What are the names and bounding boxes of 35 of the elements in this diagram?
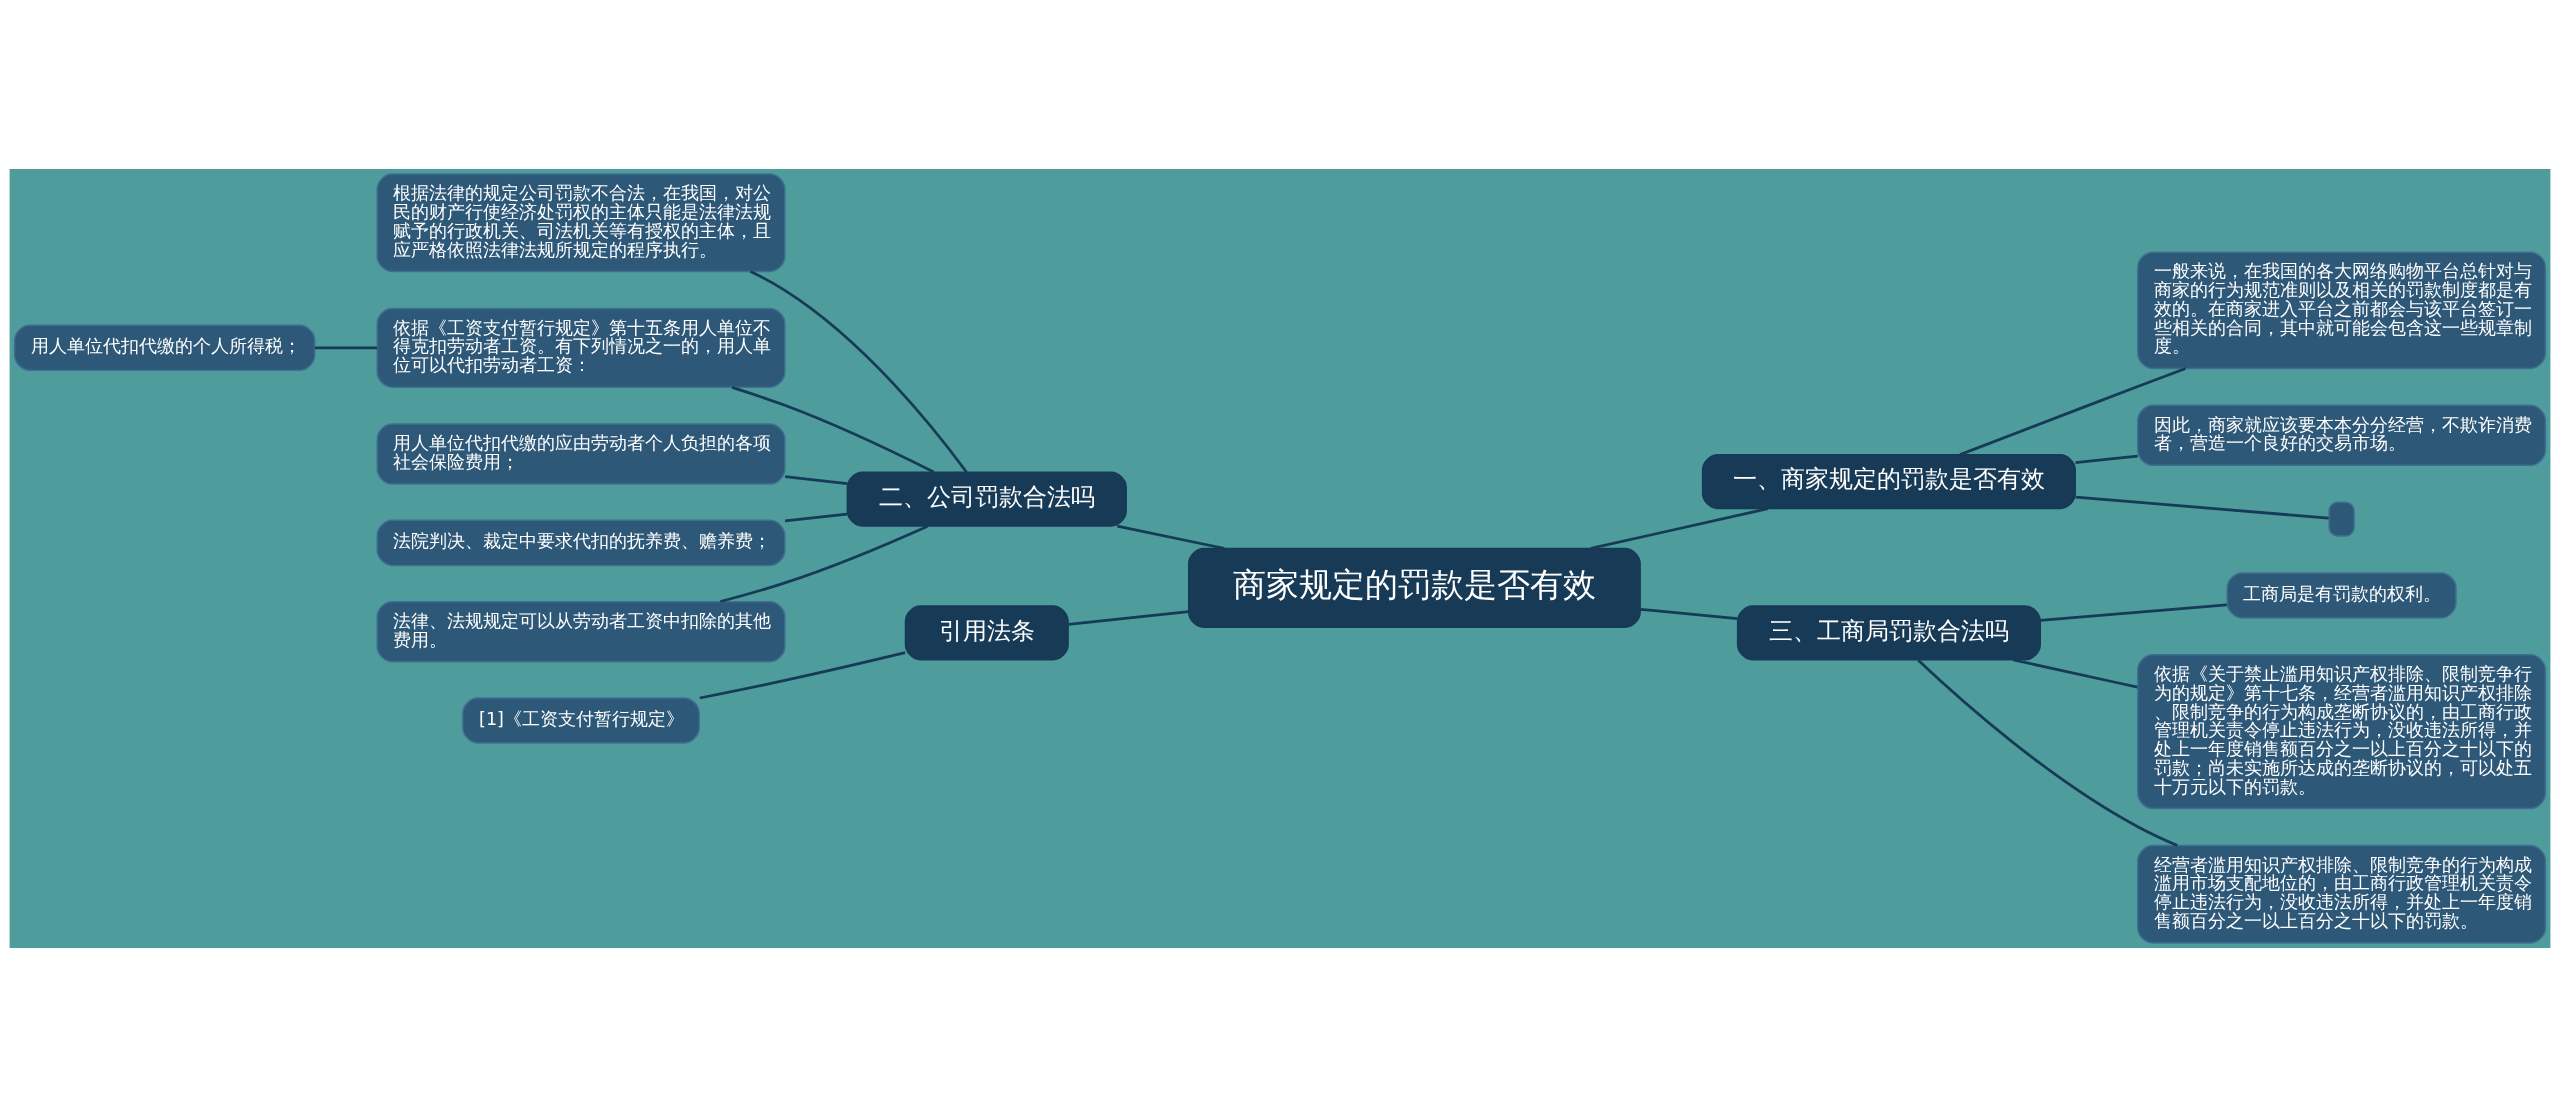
node-box: 法院判决、裁定中要求代扣的抚养费、赡养费； xyxy=(376,519,786,567)
connector xyxy=(720,524,929,603)
node-box: 一般来说，在我国的各大网络购物平台总针对与商家的行为规范准则以及相关的罚款制度都是有效的。在商家进入平台之前都会与该平台签订一些相关的合同，其中就可能会包含这一些规章制度。 xyxy=(2137,251,2547,370)
node-box: 商家规定的罚款是否有效 xyxy=(1187,547,1641,628)
node-box: 用人单位代扣代缴的个人所得税； xyxy=(13,324,316,372)
connector xyxy=(731,386,935,474)
node-box: 法律、法规规定可以从劳动者工资中扣除的其他费用。 xyxy=(376,600,786,663)
node-box: 一、商家规定的罚款是否有效 xyxy=(1701,453,2076,510)
node-box xyxy=(2328,501,2355,537)
connector xyxy=(2040,603,2227,622)
node-box: 用人单位代扣代缴的应由劳动者个人负担的各项社会保险费用； xyxy=(376,423,786,485)
connector xyxy=(314,346,378,350)
node-box: 依据《工资支付暂行规定》第十五条用人单位不得克扣劳动者工资。有下列情况之一的，用人单位可以代扣劳动者工资： xyxy=(376,307,786,388)
connector xyxy=(1117,524,1225,550)
node-box: 根据法律的规定公司罚款不合法，在我国，对公民的财产行使经济处罚权的主体只能是法律法规赋予的行政机关、司法机关等有授权的主体，且应严格依照法律法规所规定的程序执行。 xyxy=(376,173,786,273)
connector xyxy=(1640,607,1738,620)
connector xyxy=(2075,454,2138,464)
node-box: 经营者滥用知识产权排除、限制竞争的行为构成滥用市场支配地位的，由工商行政管理机关责令停止违法行为，没收违法所得，并处上一年度销售额百分之一以上百分之十以下的罚款。 xyxy=(2137,844,2547,944)
node-box: 二、公司罚款合法吗 xyxy=(846,471,1127,527)
node-box: 工商局是有罚款的权利。 xyxy=(2226,572,2457,619)
connector xyxy=(2012,658,2138,689)
node-box: 因此，商家就应该要本本分分经营，不欺诈消费者，营造一个良好的交易市场。 xyxy=(2137,404,2547,467)
connector xyxy=(749,270,968,473)
node-box: 引用法条 xyxy=(904,605,1069,661)
connector xyxy=(784,475,848,485)
connector xyxy=(2075,495,2329,520)
connector xyxy=(1959,367,2186,456)
connector xyxy=(1917,659,2178,847)
node-box: 三、工商局罚款合法吗 xyxy=(1736,605,2041,661)
node-box: [1]《工资支付暂行规定》 xyxy=(462,697,700,744)
connector xyxy=(1590,507,1769,550)
node-box: 依据《关于禁止滥用知识产权排除、限制竞争行为的规定》第十七条，经营者滥用知识产权排除、限制竞争的行为构成垄断协议的，由工商行政管理机关责令停止违法行为，没收违法所得，并处上一年度销售额百分之一以上百分之十以下的罚款；尚未实施所达成的垄断协议的，可以处五十万元以下的罚款。 xyxy=(2137,654,2547,810)
connector xyxy=(1068,610,1189,626)
connector xyxy=(784,512,848,523)
connector xyxy=(699,651,906,700)
